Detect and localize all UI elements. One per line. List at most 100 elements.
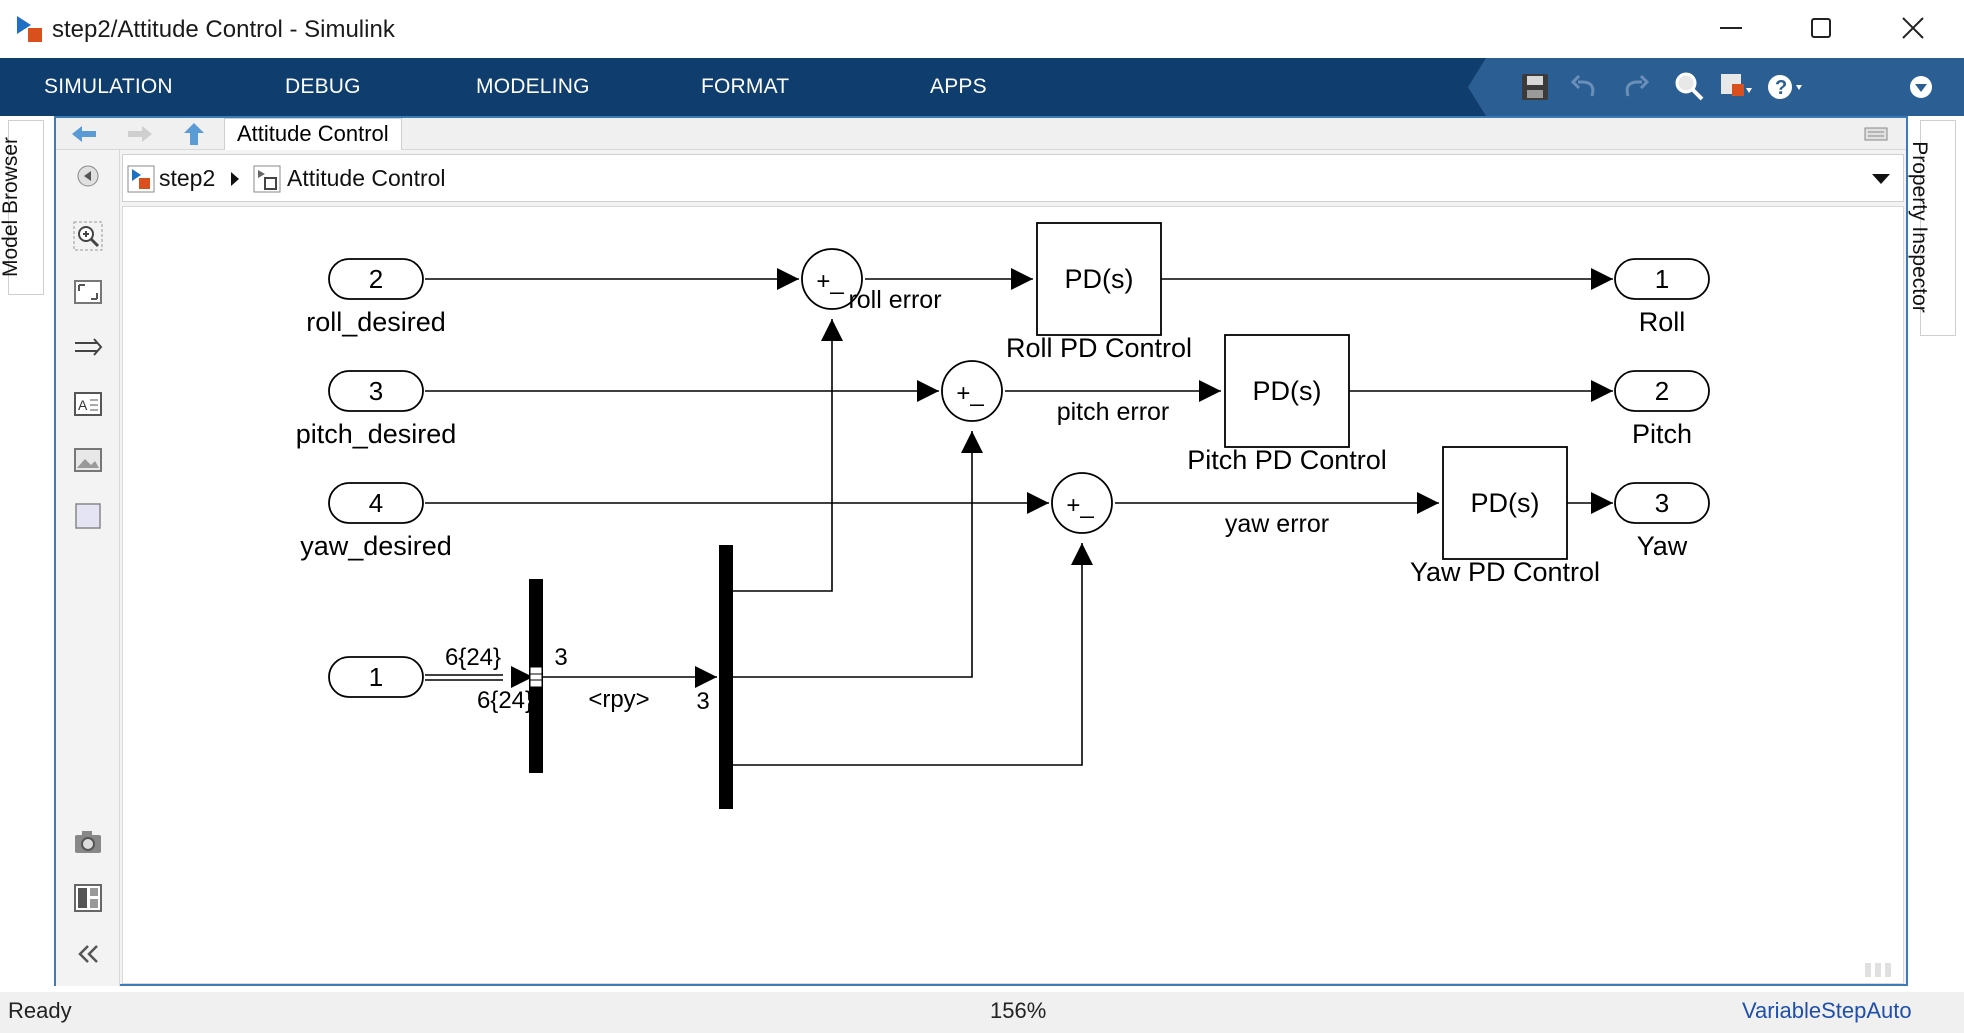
pd-name: Yaw PD Control	[1410, 557, 1600, 587]
breadcrumb-arrow-icon	[231, 172, 239, 186]
inport-number: 2	[369, 264, 383, 294]
inport-label: pitch_desired	[296, 419, 457, 449]
inport-label: roll_desired	[306, 307, 446, 337]
outport-pitch[interactable]: 2 Pitch	[1614, 370, 1710, 449]
property-inspector-label: Property Inspector	[1907, 141, 1931, 313]
pd-text: PD(s)	[1471, 488, 1540, 518]
rpy-signal-label: <rpy>	[588, 686, 649, 713]
roll-pd-control[interactable]: PD(s) Roll PD Control	[1006, 222, 1192, 363]
sum-signs: +_	[1066, 492, 1094, 519]
back-arrow-icon[interactable]	[70, 122, 98, 146]
tab-apps[interactable]: APPS	[930, 75, 987, 98]
sum-yaw[interactable]: +_	[1051, 472, 1113, 534]
feedback-pitch[interactable]	[725, 431, 983, 678]
feedback-roll[interactable]	[725, 319, 843, 592]
zoom-icon[interactable]	[1670, 68, 1708, 106]
tab-simulation[interactable]: SIMULATION	[44, 75, 173, 98]
up-arrow-icon[interactable]	[180, 122, 208, 146]
yaw-pd-control[interactable]: PD(s) Yaw PD Control	[1410, 446, 1600, 587]
minimize-button[interactable]	[1686, 0, 1778, 58]
svg-text:A: A	[78, 397, 88, 413]
area-icon[interactable]	[72, 500, 104, 532]
pitch-error-label: pitch error	[1057, 398, 1170, 426]
breadcrumb-model[interactable]: step2	[159, 165, 216, 191]
redo-icon[interactable]	[1616, 68, 1654, 106]
demux-width-label: 3	[696, 688, 709, 715]
inport-state[interactable]: 1	[328, 656, 424, 698]
address-bar: step2 Attitude Control	[122, 154, 1904, 202]
close-button[interactable]	[1868, 0, 1960, 58]
fit-to-view-icon[interactable]	[72, 276, 104, 308]
demux-block[interactable]	[719, 545, 733, 809]
bus-dim-bottom: 6{24}	[477, 687, 533, 714]
model-icon	[127, 165, 155, 193]
signal-line-icon[interactable]	[72, 332, 104, 364]
pd-name: Roll PD Control	[1006, 333, 1192, 363]
library-browser-icon[interactable]	[1716, 68, 1754, 106]
outport-yaw[interactable]: 3 Yaw	[1614, 482, 1710, 561]
inport-number: 3	[369, 376, 383, 406]
pd-text: PD(s)	[1253, 376, 1322, 406]
yaw-error-label: yaw error	[1225, 510, 1329, 538]
outport-number: 3	[1655, 488, 1669, 518]
chevron-down-icon[interactable]	[1871, 173, 1891, 185]
roll-error-label: roll error	[848, 286, 941, 314]
diagram-canvas[interactable]: 2 roll_desired 3 pitch_desired 4 yaw_des…	[122, 206, 1904, 984]
subsystem-icon	[253, 165, 281, 193]
model-browser-tab[interactable]: Model Browser	[0, 120, 44, 295]
help-icon[interactable]: ?	[1764, 68, 1802, 106]
zoom-in-icon[interactable]	[72, 220, 104, 252]
bus-selector[interactable]	[529, 579, 543, 773]
outport-label: Yaw	[1637, 531, 1688, 561]
sum-roll[interactable]: +_	[801, 248, 863, 310]
maximize-icon	[1811, 18, 1831, 38]
tab-attitude-control[interactable]: Attitude Control	[224, 118, 402, 150]
feedback-yaw[interactable]	[725, 543, 1093, 766]
model-browser-label: Model Browser	[0, 136, 23, 278]
undo-icon[interactable]	[1566, 68, 1604, 106]
resize-grip-icon[interactable]	[1863, 959, 1897, 979]
selector-width-label: 3	[554, 644, 567, 671]
inport-roll-desired[interactable]: 2 roll_desired	[306, 258, 446, 337]
double-chevron-left-icon[interactable]	[72, 938, 104, 970]
status-ready: Ready	[8, 998, 72, 1023]
inport-pitch-desired[interactable]: 3 pitch_desired	[296, 370, 457, 449]
maximize-button[interactable]	[1776, 0, 1868, 58]
forward-arrow-icon[interactable]	[126, 122, 154, 146]
camera-icon[interactable]	[72, 826, 104, 858]
pd-text: PD(s)	[1065, 264, 1134, 294]
save-icon[interactable]	[1516, 68, 1554, 106]
close-icon	[1902, 17, 1924, 39]
property-inspector-icon[interactable]	[72, 882, 104, 914]
tab-debug[interactable]: DEBUG	[285, 75, 361, 98]
model-editor: Attitude Control A	[54, 116, 1908, 986]
property-inspector-tab[interactable]: Property Inspector	[1908, 120, 1956, 336]
inport-number: 1	[369, 662, 383, 692]
bus-dim-top: 6{24}	[445, 644, 501, 671]
sum-signs: +_	[956, 380, 984, 407]
tab-format[interactable]: FORMAT	[701, 75, 790, 98]
simulink-icon	[17, 16, 42, 42]
pitch-pd-control[interactable]: PD(s) Pitch PD Control	[1187, 334, 1387, 475]
quick-access-toolbar: ?	[1468, 58, 1964, 116]
keyboard-icon[interactable]	[1864, 126, 1888, 142]
title-bar: step2/Attitude Control - Simulink	[0, 0, 1964, 58]
inport-yaw-desired[interactable]: 4 yaw_desired	[300, 482, 452, 561]
outport-roll[interactable]: 1 Roll	[1614, 258, 1710, 337]
status-zoom[interactable]: 156%	[990, 998, 1047, 1023]
svg-text:?: ?	[1775, 77, 1787, 99]
annotation-icon[interactable]: A	[72, 388, 104, 420]
collapse-icon[interactable]	[1902, 68, 1940, 106]
window-title: step2/Attitude Control - Simulink	[52, 16, 395, 43]
outport-number: 2	[1655, 376, 1669, 406]
minimize-icon	[1720, 27, 1742, 29]
outport-number: 1	[1655, 264, 1669, 294]
hide-explorer-icon[interactable]	[72, 160, 104, 192]
tab-modeling[interactable]: MODELING	[476, 75, 590, 98]
sum-pitch[interactable]: +_	[941, 360, 1003, 422]
block-diagram: 2 roll_desired 3 pitch_desired 4 yaw_des…	[296, 222, 1710, 809]
inport-label: yaw_desired	[300, 531, 452, 561]
status-solver[interactable]: VariableStepAuto	[1742, 998, 1912, 1023]
image-icon[interactable]	[72, 444, 104, 476]
breadcrumb-subsystem[interactable]: Attitude Control	[287, 165, 446, 191]
